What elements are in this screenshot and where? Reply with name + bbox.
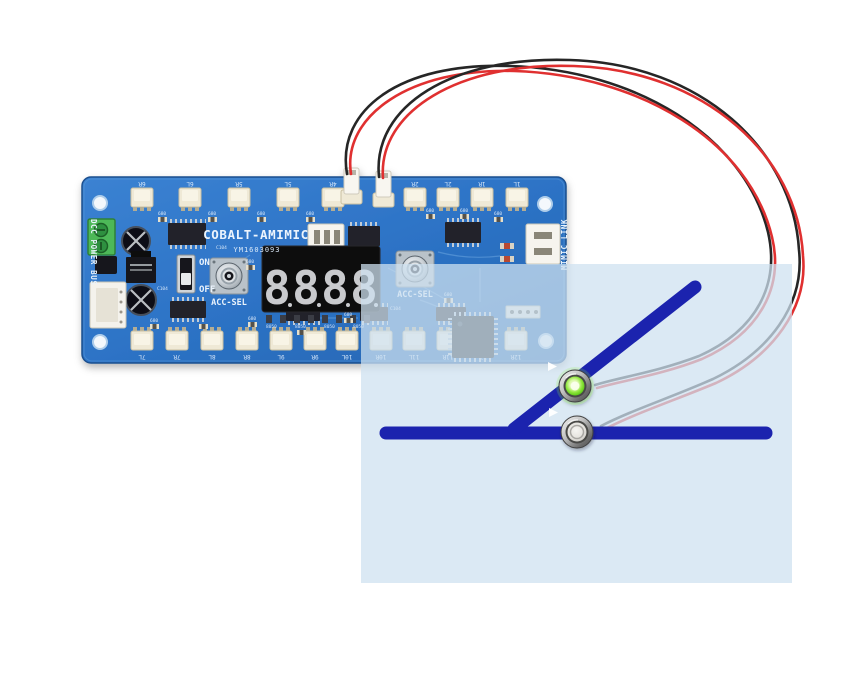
output-connector	[470, 187, 494, 212]
resistor-label: 680	[158, 211, 166, 217]
track-branch-line	[507, 280, 702, 436]
output-connector	[269, 326, 293, 351]
acc-sel-button-left[interactable]	[209, 257, 249, 295]
aux-connector	[307, 223, 345, 251]
power-switch[interactable]	[176, 254, 196, 294]
cap-label: C104	[216, 245, 227, 251]
connector-label: 10L	[341, 353, 352, 360]
resistor-label: 680	[344, 312, 352, 318]
connector-label: 7R	[173, 353, 181, 360]
resistor-label: 680	[460, 208, 468, 214]
resistor-label: 680	[494, 211, 502, 217]
power-connector	[89, 281, 127, 329]
output-connector	[235, 326, 259, 351]
route-arrow-icon	[549, 408, 558, 417]
output-connector	[130, 326, 154, 351]
smd-transistor	[95, 256, 117, 274]
switch-on-label: ON	[199, 258, 210, 268]
connector-label: 2L	[444, 180, 452, 187]
resistor-label: 680	[246, 259, 254, 265]
voltage-regulator	[126, 251, 156, 283]
connector-label: 6R	[138, 180, 146, 187]
output-connector	[165, 326, 189, 351]
output-connector	[130, 187, 154, 212]
display-digit: 8	[321, 261, 349, 315]
electrolytic-capacitors	[121, 226, 157, 316]
connector-label: 8R	[243, 353, 251, 360]
display-digit: 8	[292, 261, 320, 315]
connector-label: 5L	[284, 180, 292, 187]
mimic-red-resistors	[500, 243, 514, 262]
acc-sel-label: ACC-SEL	[211, 298, 247, 308]
output-connector	[436, 187, 460, 212]
resistor-label: 680	[306, 211, 314, 217]
resistor-label: 680	[208, 211, 216, 217]
resistor-label: 680	[248, 316, 256, 322]
connector-label: 9L	[277, 353, 285, 360]
route-button-lit[interactable]	[556, 367, 594, 405]
connector-label: 6L	[186, 180, 194, 187]
transistor-label: 8050	[266, 324, 277, 330]
connector-label: 8L	[208, 353, 216, 360]
connector-label: 1R	[478, 180, 486, 187]
resistor-label: 680	[150, 318, 158, 324]
route-button-unlit[interactable]	[560, 415, 594, 449]
board-title: COBALT-AMIMIC	[203, 227, 309, 242]
top-output-connectors: 6R 6L 5R 5L 4R 2R 2L 1R 1L	[130, 180, 529, 212]
route-arrow-icon	[548, 362, 557, 371]
output-connector	[200, 326, 224, 351]
mimic-link-connector	[525, 223, 561, 265]
transistor-label: 8050	[324, 324, 335, 330]
output-connector	[335, 326, 359, 351]
output-connector	[505, 187, 529, 212]
connector-label: 4R	[329, 180, 337, 187]
output-connector	[276, 187, 300, 212]
connector-label: 2R	[411, 180, 419, 187]
connector-label: 7L	[138, 353, 146, 360]
mimic-link-label: MIMIC LINK	[560, 219, 569, 270]
resistor-label: 680	[426, 208, 434, 214]
cap-label: C104	[157, 286, 168, 292]
output-connector	[178, 187, 202, 212]
switch-off-label: OFF	[199, 285, 215, 295]
transistor-label: 8050	[295, 324, 306, 330]
board-serial: YM1603093	[234, 246, 281, 254]
connector-label: 1L	[513, 180, 521, 187]
transistor-label: 8050	[353, 324, 364, 330]
seven-segment-display: 8 8 8 8	[261, 245, 381, 315]
connector-label: 9R	[311, 353, 319, 360]
output-connector	[303, 326, 327, 351]
dcc-power-terminal	[87, 218, 116, 256]
power-bus-label: DCC POWER BUS	[89, 219, 98, 286]
resistor-label: 680	[257, 211, 265, 217]
output-connector	[227, 187, 251, 212]
display-digit: 8	[263, 261, 291, 315]
connector-label: 5R	[235, 180, 243, 187]
output-connector	[403, 187, 427, 212]
